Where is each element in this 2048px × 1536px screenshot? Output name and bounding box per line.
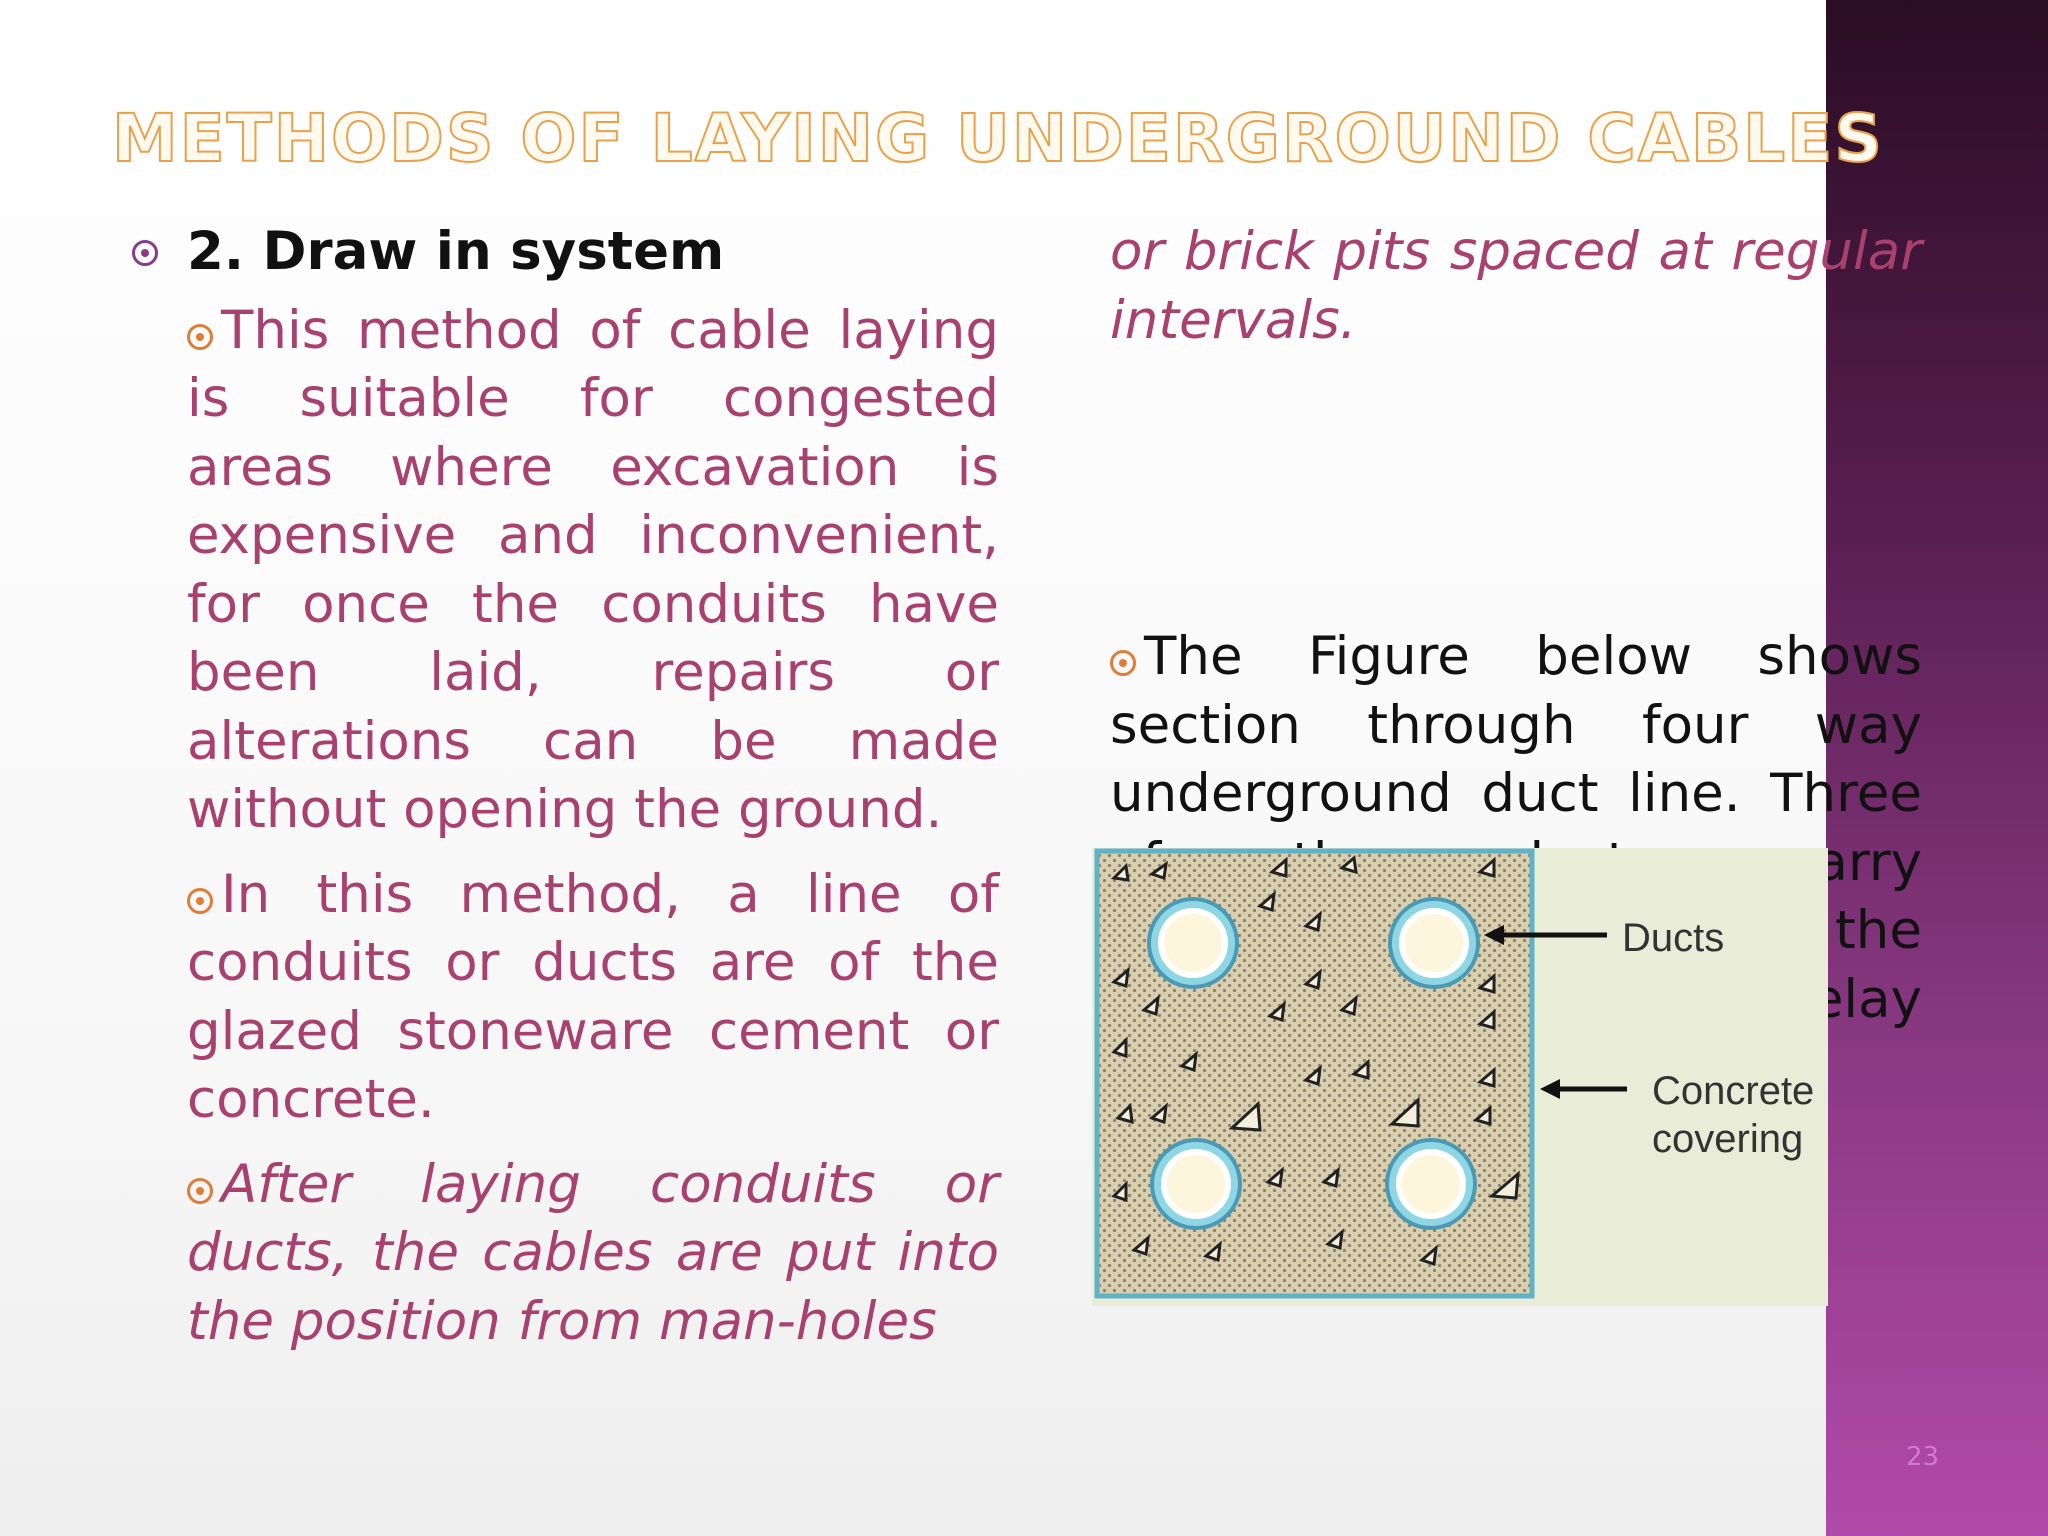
bullet-icon xyxy=(187,1177,213,1204)
ducts-label: Ducts xyxy=(1622,916,1724,960)
heading-bullet: 2. Draw in system xyxy=(132,218,999,287)
paragraph-2-text: In this method, a line of conduits or du… xyxy=(187,863,999,1131)
bullet-icon xyxy=(132,240,158,266)
concrete-label-line2: covering xyxy=(1652,1117,1803,1161)
concrete-arrow xyxy=(1540,1079,1627,1099)
paragraph-3-text: After laying conduits or ducts, the cabl… xyxy=(187,1153,999,1352)
paragraph-3: After laying conduits or ducts, the cabl… xyxy=(187,1151,999,1357)
duct-bottom-left xyxy=(1150,1138,1242,1230)
slide-number: 23 xyxy=(1906,1442,1940,1472)
duct-top-right xyxy=(1388,897,1480,989)
bullet-icon xyxy=(187,323,213,350)
slide-title: Methods of laying underground cables xyxy=(111,99,1884,178)
bullet-icon xyxy=(1110,650,1136,676)
duct-bottom-right xyxy=(1385,1138,1477,1230)
paragraph-3-continued: or brick pits spaced at regular interval… xyxy=(1110,221,1922,351)
left-column: 2. Draw in system This method of cable l… xyxy=(132,218,999,1372)
paragraph-2: In this method, a line of conduits or du… xyxy=(187,861,999,1135)
bullet-icon xyxy=(187,887,213,914)
concrete-label-line1: Concrete xyxy=(1652,1069,1814,1113)
ducts-arrow xyxy=(1484,925,1607,945)
duct-top-left xyxy=(1147,897,1239,989)
duct-section-figure: Ducts Concrete covering xyxy=(1092,848,1828,1306)
paragraph-1-text: This method of cable laying is suitable … xyxy=(187,299,999,841)
section-heading: 2. Draw in system xyxy=(187,221,725,282)
paragraph-1: This method of cable laying is suitable … xyxy=(187,297,999,845)
duct-diagram: Ducts Concrete covering xyxy=(1094,848,1814,1299)
aggregate-stones xyxy=(1110,855,1520,1267)
side-decorative-panel xyxy=(1826,0,2048,1536)
spacer xyxy=(1110,371,1922,623)
